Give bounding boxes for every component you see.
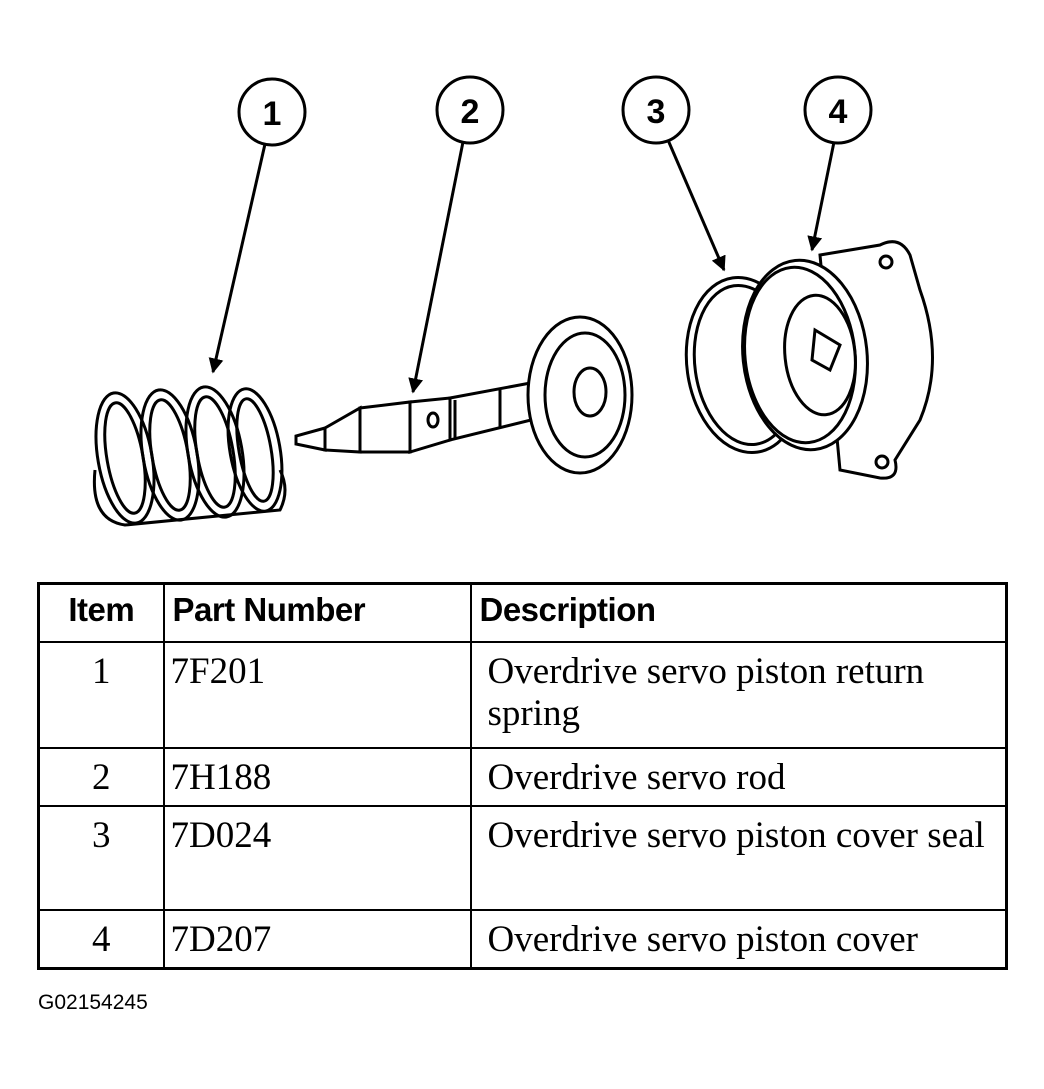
servo-rod-drawing [294, 315, 634, 475]
header-item: Item [37, 582, 165, 643]
table-header-row: Item Part Number Description [37, 582, 1008, 643]
callout-2-label: 2 [461, 93, 480, 131]
callout-3: 3 [621, 75, 691, 145]
cell-item: 1 [37, 641, 165, 749]
callout-2: 2 [435, 75, 505, 145]
table-row: 1 7F201 Overdrive servo piston return sp… [37, 641, 1008, 749]
callout-4: 4 [803, 75, 873, 145]
figure-id: G02154245 [38, 991, 148, 1014]
callout-1-label: 1 [263, 95, 282, 133]
leader-arrow-4 [807, 141, 836, 252]
table-row: 2 7H188 Overdrive servo rod [37, 747, 1008, 807]
cell-part-number: 7D024 [162, 805, 472, 911]
cell-part-number: 7H188 [162, 747, 472, 807]
cell-description: Overdrive servo rod [469, 747, 1008, 807]
cell-part-number: 7D207 [162, 909, 472, 969]
table-row: 3 7D024 Overdrive servo piston cover sea… [37, 805, 1008, 911]
cell-part-number: 7F201 [162, 641, 472, 749]
callout-3-label: 3 [647, 93, 666, 131]
header-description: Description [469, 582, 1008, 643]
table-row: 4 7D207 Overdrive servo piston cover [37, 909, 1008, 969]
cell-item: 2 [37, 747, 165, 807]
header-part-number: Part Number [162, 582, 472, 643]
cell-item: 4 [37, 909, 165, 969]
exploded-parts-illustration: 1 2 3 4 [92, 75, 934, 527]
callout-1: 1 [237, 77, 307, 147]
cell-description: Overdrive servo piston return spring [469, 641, 1008, 749]
cell-description: Overdrive servo piston cover seal [469, 805, 1008, 911]
return-spring-drawing [92, 385, 287, 527]
leader-arrow-3 [666, 139, 726, 272]
leader-arrow-2 [408, 141, 465, 394]
callout-4-label: 4 [829, 93, 848, 131]
parts-table: Item Part Number Description 1 7F201 Ove… [37, 582, 1008, 970]
leader-arrow-1 [208, 143, 267, 374]
piston-cover-drawing [741, 240, 934, 480]
cell-item: 3 [37, 805, 165, 911]
cell-description: Overdrive servo piston cover [469, 909, 1008, 969]
